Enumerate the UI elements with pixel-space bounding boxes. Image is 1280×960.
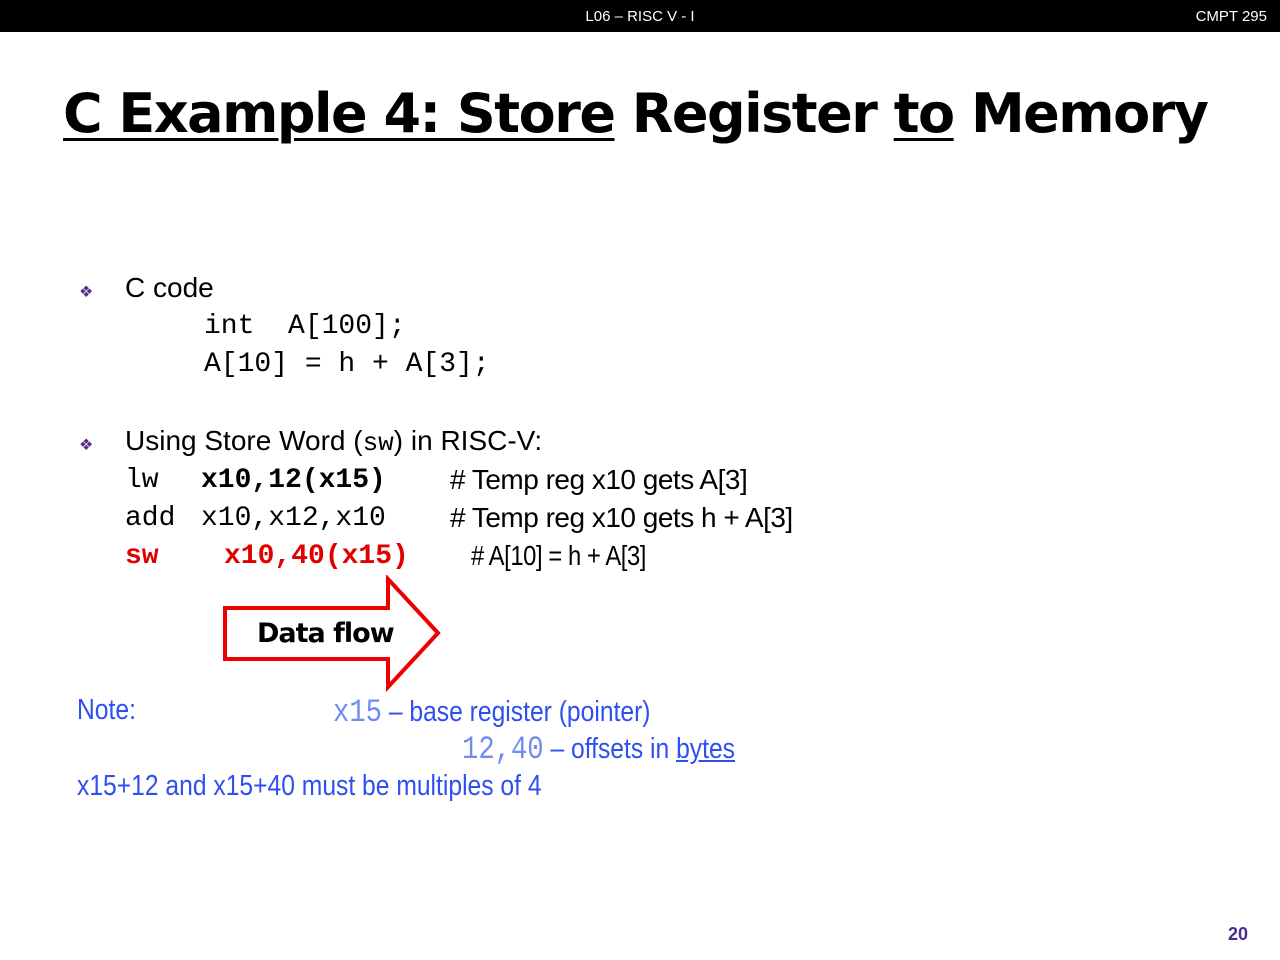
note-line: 12,40 – offsets in bytes [462, 731, 736, 768]
title-part: Register [631, 82, 878, 145]
note-line: x15+12 and x15+40 must be multiples of 4 [77, 770, 542, 802]
note-label: Note: [77, 694, 136, 726]
asm-op: add [125, 503, 176, 534]
code-line: int A[100]; [204, 311, 406, 342]
asm-op: sw [125, 541, 159, 572]
bullet-label: Using Store Word (sw) in RISC-V: [125, 425, 543, 458]
page-number: 20 [1227, 924, 1248, 944]
asm-comment: # A[10] = h + A[3] [471, 540, 646, 571]
asm-args: x10,x12,x10 [201, 503, 386, 534]
asm-comment: # Temp reg x10 gets h + A[3] [450, 502, 793, 533]
title-part: C Example 4: Store [63, 82, 616, 145]
bullet-icon: ❖ [79, 437, 94, 454]
arrow-label: Data flow [257, 618, 395, 649]
course-name: CMPT 295 [1195, 8, 1267, 25]
asm-args: x10,40(x15) [224, 541, 409, 572]
title-part: to [893, 82, 955, 145]
data-flow-arrow [223, 575, 441, 693]
bullet-label: C code [125, 272, 214, 303]
lecture-title: L06 – RISC V - I [585, 8, 695, 25]
bullet-icon: ❖ [79, 284, 94, 301]
asm-args: x10,12(x15) [201, 465, 386, 496]
asm-comment: # Temp reg x10 gets A[3] [450, 464, 748, 495]
asm-op: lw [125, 465, 159, 496]
bytes-link[interactable]: bytes [676, 733, 736, 765]
note-line: x15 – base register (pointer) [333, 694, 651, 731]
header-bar: L06 – RISC V - I CMPT 295 [0, 0, 1280, 32]
title-part: Memory [970, 82, 1209, 145]
slide-title: C Example 4: Store Register to Memory [63, 82, 1209, 145]
code-line: A[10] = h + A[3]; [204, 349, 490, 380]
